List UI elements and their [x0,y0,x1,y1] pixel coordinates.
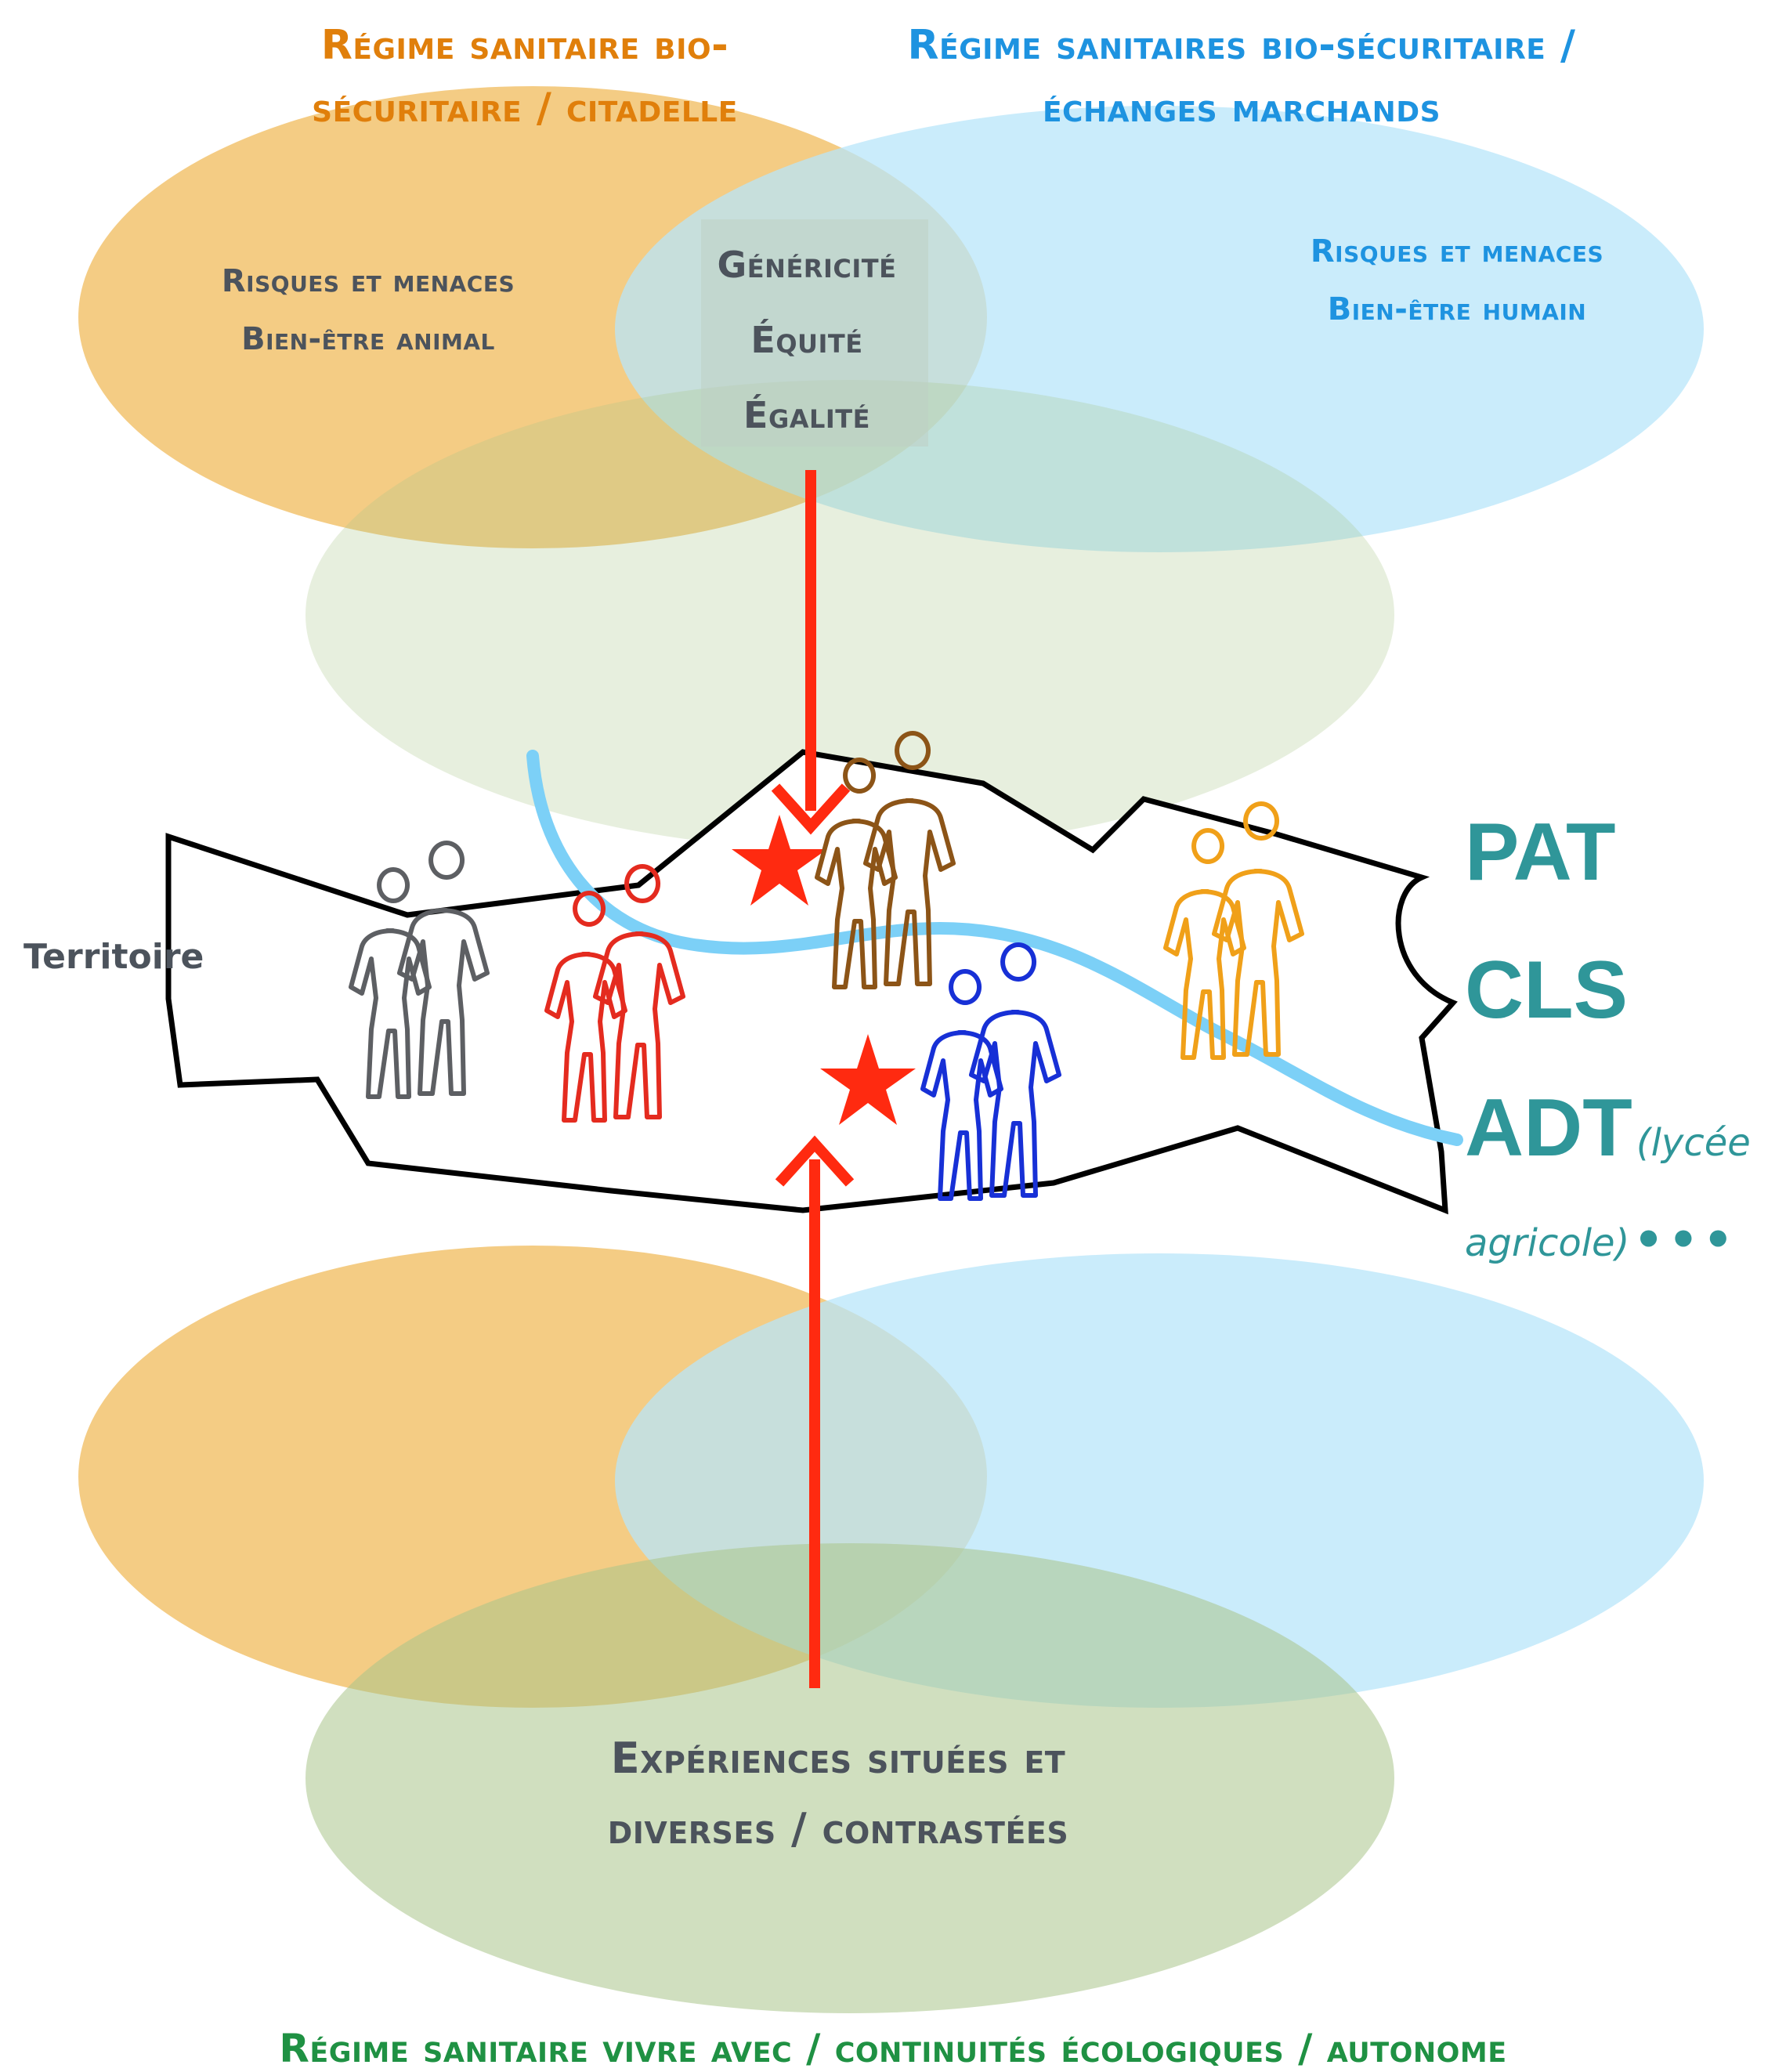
framework-adt: ADT [1465,1083,1632,1173]
star-bottom [820,1034,916,1125]
territory-outline [165,749,1458,1215]
ellipsis-icon: ••• [1633,1213,1738,1267]
citadelle-focus-line1: Risques et menaces [221,263,515,299]
framework-note-part1: (lycée [1636,1121,1751,1165]
territory-label: Territoire [24,937,204,977]
regime-citadelle-focus: Risques et menaces Bien-être animal [149,252,588,368]
shared-values: Généricité Équité Égalité [674,227,940,453]
top-down-arrow [771,470,851,835]
echanges-focus-line1: Risques et menaces [1310,233,1604,269]
framework-cls: CLS [1465,945,1628,1036]
echanges-focus-line2: Bien-être humain [1327,291,1587,327]
regime-echanges-title: Régime sanitaires bio-sécuritaire / écha… [907,22,1576,132]
regime-vivre-avec-experiences: Expériences situées et diverses / contra… [607,1734,1069,1853]
shared-value-equite: Équité [750,319,863,361]
framework-note-part2: agricole) [1465,1221,1630,1265]
bottom-up-arrow [775,1135,855,1688]
citadelle-focus-line2: Bien-être animal [241,321,495,357]
regime-vivre-avec-ellipse-top [306,380,1394,850]
star-top [732,815,827,906]
shared-value-egalite: Égalité [743,394,870,436]
regime-vivre-avec-ellipse [306,1543,1394,2013]
shared-values-box [701,219,928,447]
framework-adt-line: ADT (lycée [1465,1059,1786,1220]
river-line [526,750,1463,1146]
shared-value-genericite: Généricité [717,244,897,286]
regime-echanges-focus: Risques et menaces Bien-être humain [1238,222,1676,338]
regime-vivre-avec-title: Régime sanitaire vivre avec / continuité… [279,2026,1507,2071]
frameworks-list: PAT CLS ADT (lycée agricole) ••• [1465,783,1786,1271]
framework-note-line2: agricole) ••• [1465,1217,1786,1271]
framework-pat: PAT [1465,807,1616,898]
regime-citadelle-title: Régime sanitaire bio-sécuritaire / citad… [312,22,738,132]
